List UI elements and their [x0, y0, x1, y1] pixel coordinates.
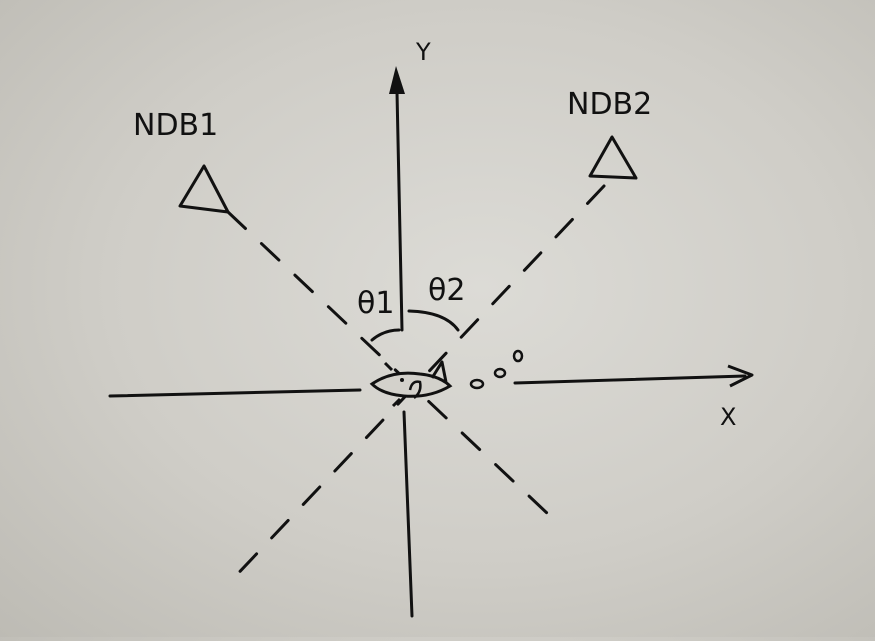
aircraft-trail	[469, 349, 524, 390]
y-axis-arrow-icon	[389, 66, 405, 94]
x-axis-label: X	[720, 403, 736, 431]
y-axis-label: Y	[415, 38, 431, 66]
theta1-label: θ1	[357, 286, 394, 321]
ndb1-triangle-icon	[178, 164, 230, 214]
x-axis: X	[108, 364, 754, 431]
angle-theta2: θ2	[407, 273, 465, 332]
aircraft-icon	[369, 360, 453, 408]
bearing-line-2	[228, 184, 606, 584]
ndb1-label: NDB1	[133, 108, 218, 143]
y-axis: Y	[389, 38, 431, 618]
ndb2-label: NDB2	[567, 87, 652, 122]
theta2-label: θ2	[428, 273, 465, 308]
ndb2-beacon: NDB2	[567, 87, 652, 180]
ndb2-triangle-icon	[588, 135, 638, 180]
x-axis-arrow-icon	[727, 364, 754, 388]
ndb1-beacon: NDB1	[133, 108, 230, 214]
angle-theta1: θ1	[357, 286, 401, 342]
bearing-line-1	[226, 210, 550, 516]
